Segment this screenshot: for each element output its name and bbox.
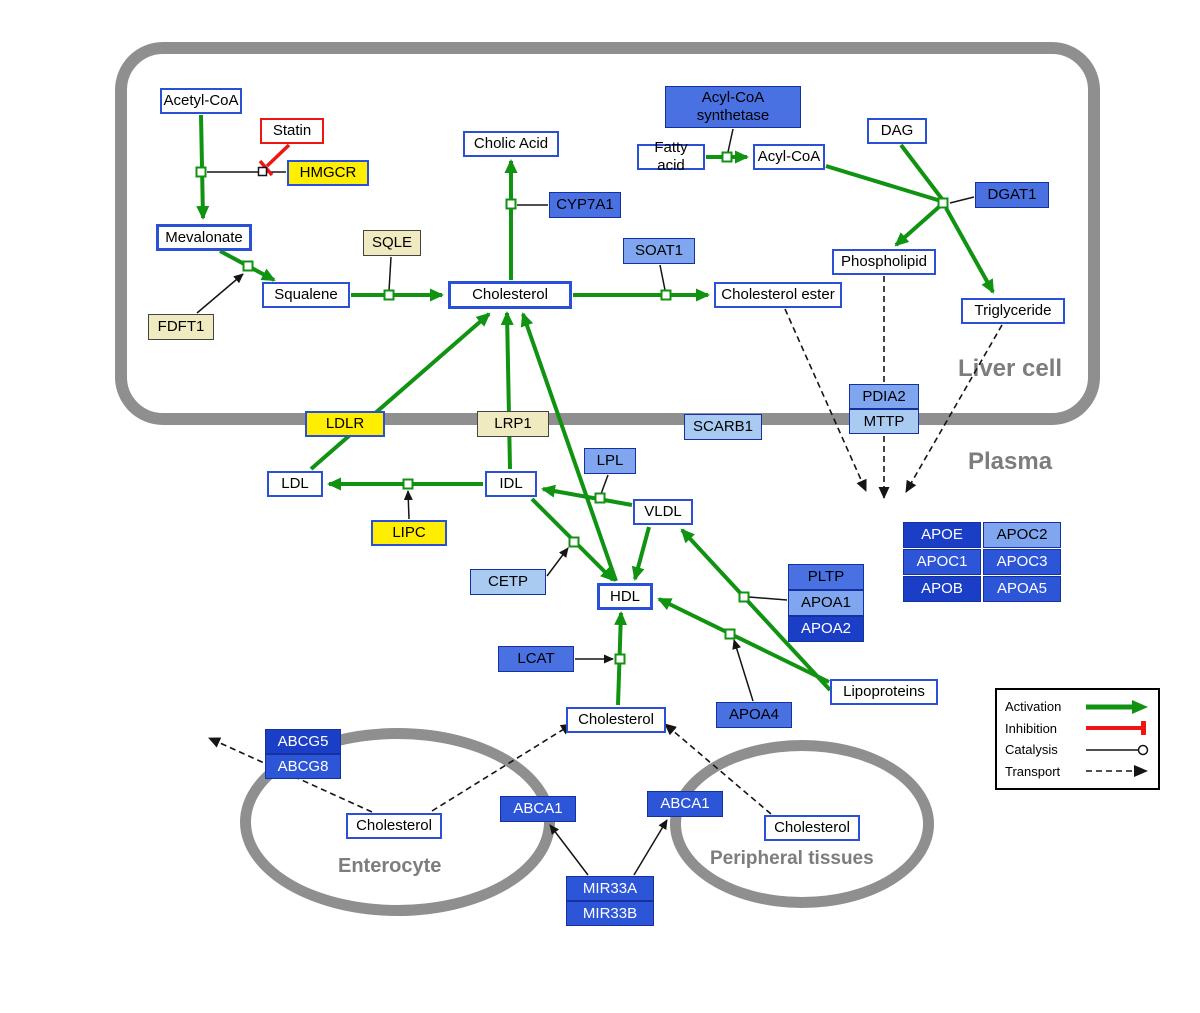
node-dag[interactable]: DAG <box>867 118 927 144</box>
node-abcg5[interactable]: ABCG5 <box>265 729 341 754</box>
reaction-node <box>594 492 606 504</box>
node-apoc1[interactable]: APOC1 <box>903 549 981 575</box>
legend-row-catalysis: Catalysis <box>1005 740 1150 759</box>
node-lipc[interactable]: LIPC <box>371 520 447 546</box>
node-lcat[interactable]: LCAT <box>498 646 574 672</box>
node-fatty-acid[interactable]: Fatty acid <box>637 139 705 174</box>
catalysis-circle-icon <box>1086 744 1149 756</box>
edge-lpl-catalysis <box>600 474 609 495</box>
node-apoc2[interactable]: APOC2 <box>983 522 1061 548</box>
legend-row-inhibition: Inhibition <box>1005 719 1150 738</box>
node-cetp[interactable]: CETP <box>470 569 546 595</box>
enterocyte-membrane <box>240 728 555 916</box>
node-soat1[interactable]: SOAT1 <box>623 238 695 264</box>
node-acyl-coa-synthetase[interactable]: Acyl-CoA synthetase <box>665 86 801 128</box>
legend-activation-label: Activation <box>1005 699 1062 714</box>
reaction-node <box>738 591 750 603</box>
node-sqle[interactable]: SQLE <box>363 230 421 256</box>
node-cholesterol-ester[interactable]: Cholesterol ester <box>714 282 842 308</box>
peripheral-tissues-label: Peripheral tissues <box>710 848 874 869</box>
node-lrp1[interactable]: LRP1 <box>477 411 549 437</box>
node-idl[interactable]: IDL <box>485 471 537 497</box>
node-cholic-acid[interactable]: Cholic Acid <box>463 131 559 157</box>
node-ldl[interactable]: LDL <box>267 471 323 497</box>
edge-apoa-stack-catalysis <box>748 596 788 601</box>
legend-box: Activation Inhibition Catalysis Transpor… <box>995 688 1160 790</box>
edge-cholesterolplasma-hdl <box>614 611 628 706</box>
node-apoa1[interactable]: APOA1 <box>788 590 864 616</box>
legend-catalysis-label: Catalysis <box>1005 742 1058 758</box>
node-cholesterol-plasma[interactable]: Cholesterol <box>566 707 666 733</box>
edge-cetp-catalysis <box>546 547 569 577</box>
node-ldlr[interactable]: LDLR <box>305 411 385 437</box>
node-mir33a[interactable]: MIR33A <box>566 876 654 901</box>
node-hdl[interactable]: HDL <box>597 583 653 610</box>
liver-cell-label: Liver cell <box>958 355 1063 382</box>
node-apob[interactable]: APOB <box>903 576 981 602</box>
liver-cell-membrane <box>115 42 1100 425</box>
node-scarb1[interactable]: SCARB1 <box>684 414 762 440</box>
node-abca1-right[interactable]: ABCA1 <box>647 791 723 817</box>
node-pltp[interactable]: PLTP <box>788 564 864 590</box>
node-abcg8[interactable]: ABCG8 <box>265 754 341 779</box>
node-pdia2[interactable]: PDIA2 <box>849 384 919 409</box>
edge-idl-hdl-via-cetp <box>530 497 615 582</box>
node-apoe[interactable]: APOE <box>903 522 981 548</box>
edge-vldl-idl <box>541 484 633 507</box>
node-cholesterol-peripheral[interactable]: Cholesterol <box>764 815 860 841</box>
inhibition-tbar-icon <box>1086 721 1146 736</box>
node-lipoproteins[interactable]: Lipoproteins <box>830 679 938 705</box>
node-apoa4[interactable]: APOA4 <box>716 702 792 728</box>
edge-mir33-abca1-right <box>633 819 668 876</box>
node-mttp[interactable]: MTTP <box>849 409 919 434</box>
node-mevalonate[interactable]: Mevalonate <box>156 224 252 251</box>
node-mir33b[interactable]: MIR33B <box>566 901 654 926</box>
edge-vldl-hdl <box>631 526 651 581</box>
node-lpl[interactable]: LPL <box>584 448 636 474</box>
node-apoc3[interactable]: APOC3 <box>983 549 1061 575</box>
node-vldl[interactable]: VLDL <box>633 499 693 525</box>
node-acetyl-coa[interactable]: Acetyl-CoA <box>160 88 242 114</box>
reaction-node <box>614 653 626 665</box>
node-apoa2[interactable]: APOA2 <box>788 616 864 642</box>
node-cholesterol-enterocyte[interactable]: Cholesterol <box>346 813 442 839</box>
legend-row-transport: Transport <box>1005 762 1150 781</box>
reaction-node <box>568 536 580 548</box>
legend-row-activation: Activation <box>1005 697 1150 716</box>
node-hmgcr[interactable]: HMGCR <box>287 160 369 186</box>
edge-lipc-catalysis <box>403 490 413 520</box>
node-triglyceride[interactable]: Triglyceride <box>961 298 1065 324</box>
reaction-node <box>402 478 414 490</box>
reaction-node <box>724 628 736 640</box>
activation-arrow-icon <box>1086 699 1148 714</box>
enterocyte-label: Enterocyte <box>338 855 442 877</box>
node-dgat1[interactable]: DGAT1 <box>975 182 1049 208</box>
node-apoa5[interactable]: APOA5 <box>983 576 1061 602</box>
node-cholesterol-liver[interactable]: Cholesterol <box>448 281 572 309</box>
plasma-label: Plasma <box>968 448 1053 475</box>
legend-inhibition-label: Inhibition <box>1005 720 1058 736</box>
node-squalene[interactable]: Squalene <box>262 282 350 308</box>
legend-transport-label: Transport <box>1005 763 1061 779</box>
node-statin[interactable]: Statin <box>260 118 324 144</box>
node-phospholipid[interactable]: Phospholipid <box>832 249 936 275</box>
node-abca1-left[interactable]: ABCA1 <box>500 796 576 822</box>
node-cyp7a1[interactable]: CYP7A1 <box>549 192 621 218</box>
edge-mir33-abca1-left <box>549 824 589 876</box>
peripheral-tissues-membrane <box>670 740 934 908</box>
transport-dashed-arrow-icon <box>1086 765 1148 778</box>
edge-apoa4-catalysis <box>732 639 754 702</box>
node-acyl-coa[interactable]: Acyl-CoA <box>753 144 825 170</box>
node-fdft1[interactable]: FDFT1 <box>148 314 214 340</box>
